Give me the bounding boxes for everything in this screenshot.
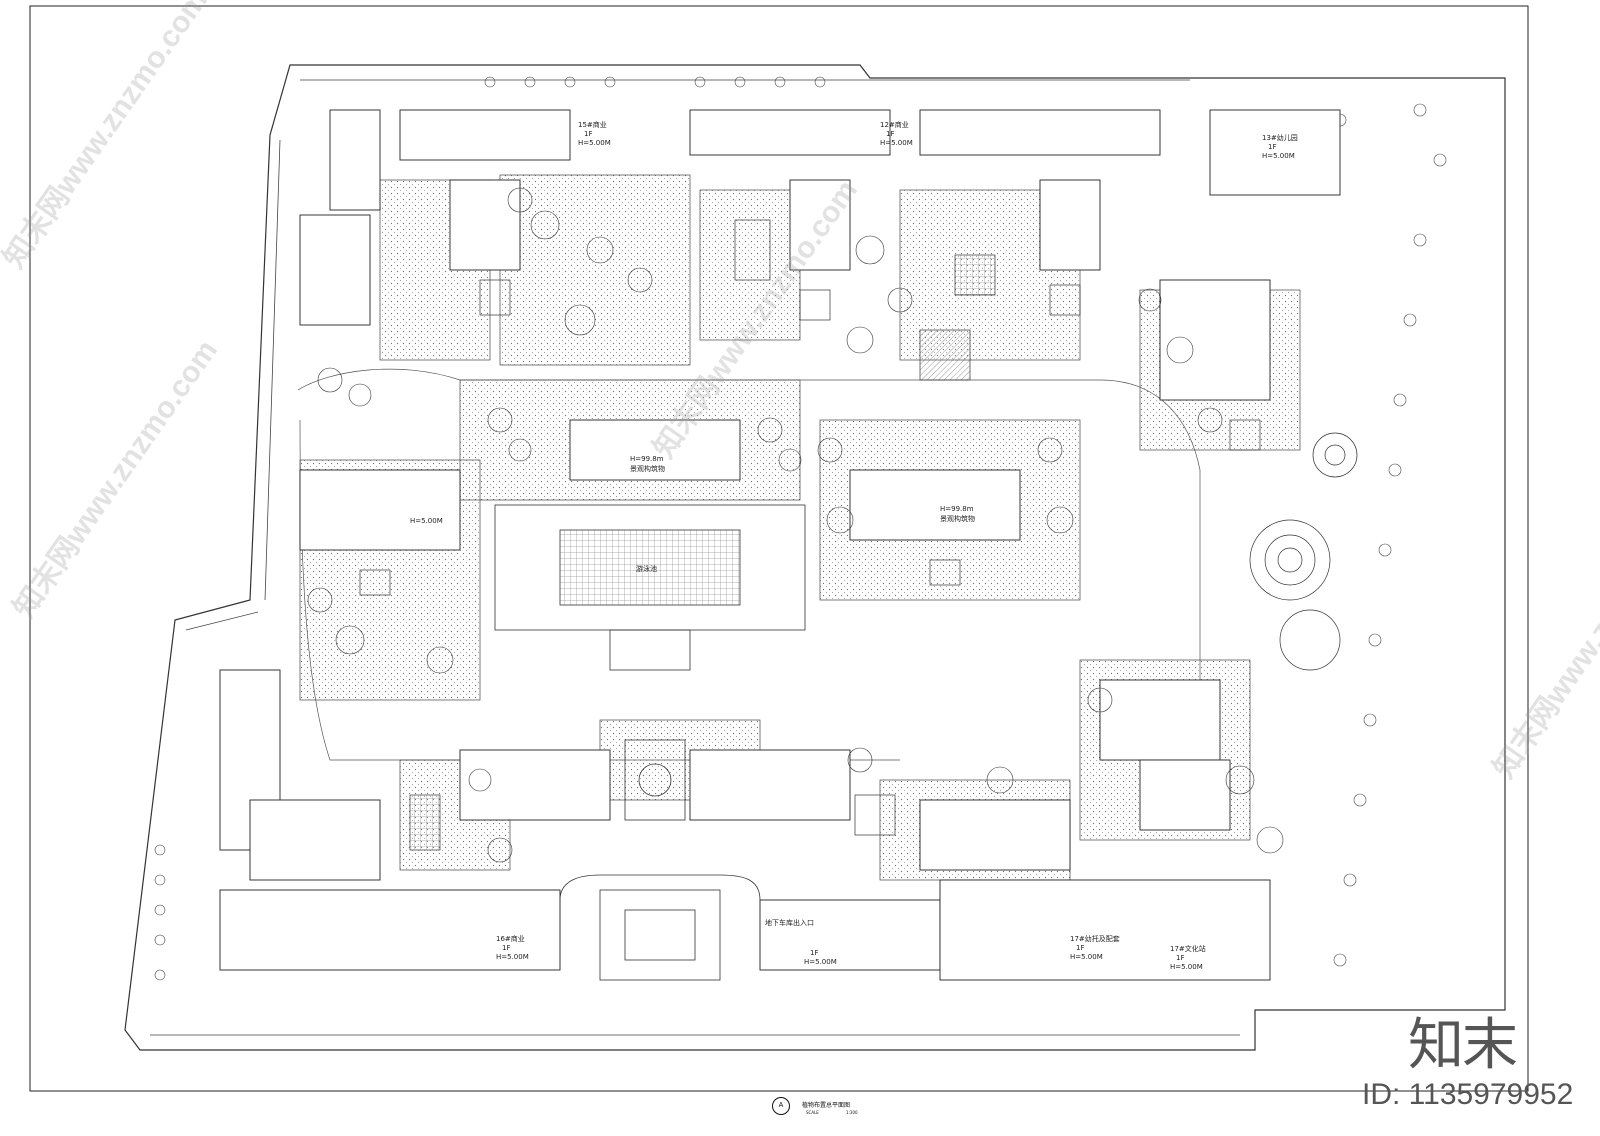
label-12-floor: 1F bbox=[886, 130, 895, 138]
circular-garden bbox=[1249, 432, 1358, 671]
perimeter-road bbox=[150, 79, 1240, 1036]
image-id-watermark: ID: 1135979952 bbox=[1362, 1078, 1574, 1111]
sheet-frame bbox=[29, 5, 1529, 1092]
label-17-culture: 17#文化站 bbox=[1170, 945, 1206, 953]
site-boundary bbox=[124, 64, 1506, 1051]
scale-value: 1:300 bbox=[846, 1110, 858, 1115]
tree-clusters bbox=[307, 187, 1284, 863]
label-17-height: H=5.00M bbox=[1070, 953, 1103, 961]
label-height-a: H=99.8m bbox=[630, 455, 664, 463]
label-15-height: H=5.00M bbox=[578, 139, 611, 147]
label-structure-a: 景观构筑物 bbox=[630, 465, 665, 473]
entry-plaza bbox=[559, 874, 761, 981]
scale-caption: SCALE bbox=[806, 1110, 819, 1115]
label-13-floor: 1F bbox=[1268, 143, 1277, 151]
label-15-shop: 15#商业 bbox=[578, 121, 607, 129]
label-16-shop: 16#商业 bbox=[496, 935, 525, 943]
label-height-b: H=99.8m bbox=[940, 505, 974, 513]
label-13-kinder: 13#幼儿园 bbox=[1262, 134, 1298, 142]
label-south-floor: 1F bbox=[810, 949, 819, 957]
label-16-floor: 1F bbox=[502, 944, 511, 952]
label-17c-height: H=5.00M bbox=[1170, 963, 1203, 971]
label-17c-floor: 1F bbox=[1176, 954, 1185, 962]
label-12-height: H=5.00M bbox=[880, 139, 913, 147]
brand-watermark: 知末 bbox=[1408, 1013, 1518, 1078]
label-17-nursery: 17#幼托及配套 bbox=[1070, 935, 1120, 943]
buildings bbox=[219, 109, 1341, 981]
label-17-floor: 1F bbox=[1076, 944, 1085, 952]
label-south-height: H=5.00M bbox=[804, 958, 837, 966]
site-features bbox=[359, 219, 1261, 851]
label-height-c: H=5.00M bbox=[410, 517, 443, 525]
label-structure-b: 景观构筑物 bbox=[940, 515, 975, 523]
label-15-floor: 1F bbox=[584, 130, 593, 138]
label-pool: 游泳池 bbox=[636, 565, 657, 573]
label-garage-entry: 地下车库出入口 bbox=[765, 919, 814, 927]
label-13-height: H=5.00M bbox=[1262, 152, 1295, 160]
drawing-title: 植物布置总平面图 bbox=[802, 1102, 851, 1109]
central-pool bbox=[494, 504, 806, 821]
section-marker: A bbox=[772, 1097, 790, 1115]
label-16-height: H=5.00M bbox=[496, 953, 529, 961]
label-12-shop: 12#商业 bbox=[880, 121, 909, 129]
